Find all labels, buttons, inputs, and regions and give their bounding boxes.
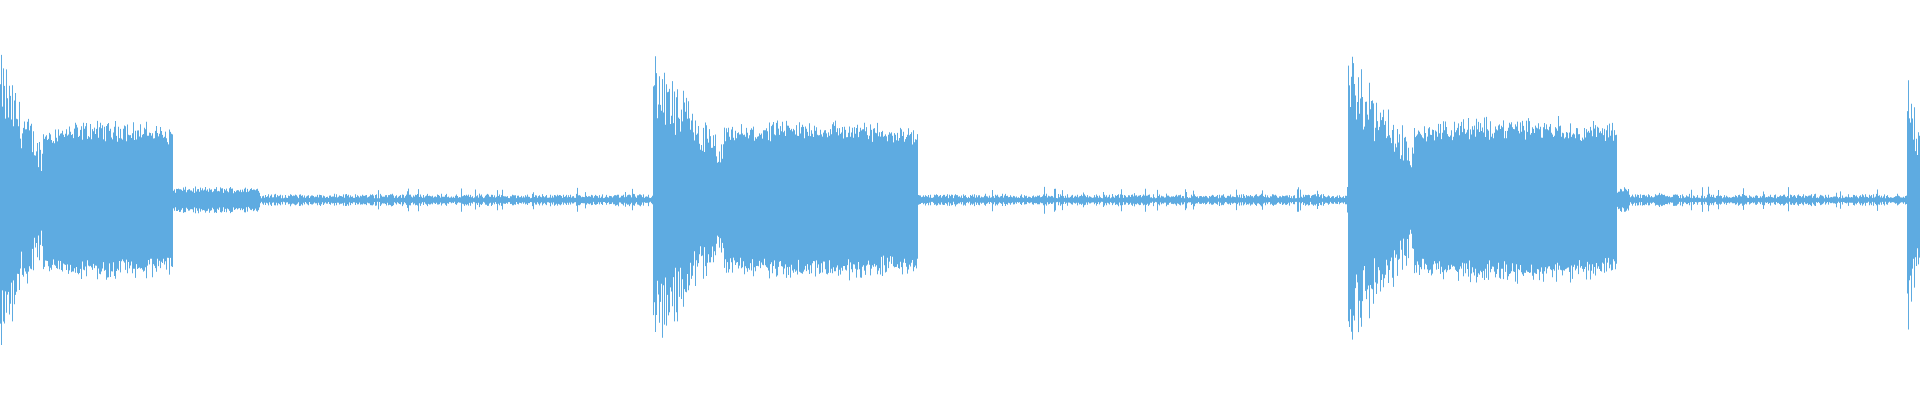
waveform-bars [0, 54, 1920, 345]
